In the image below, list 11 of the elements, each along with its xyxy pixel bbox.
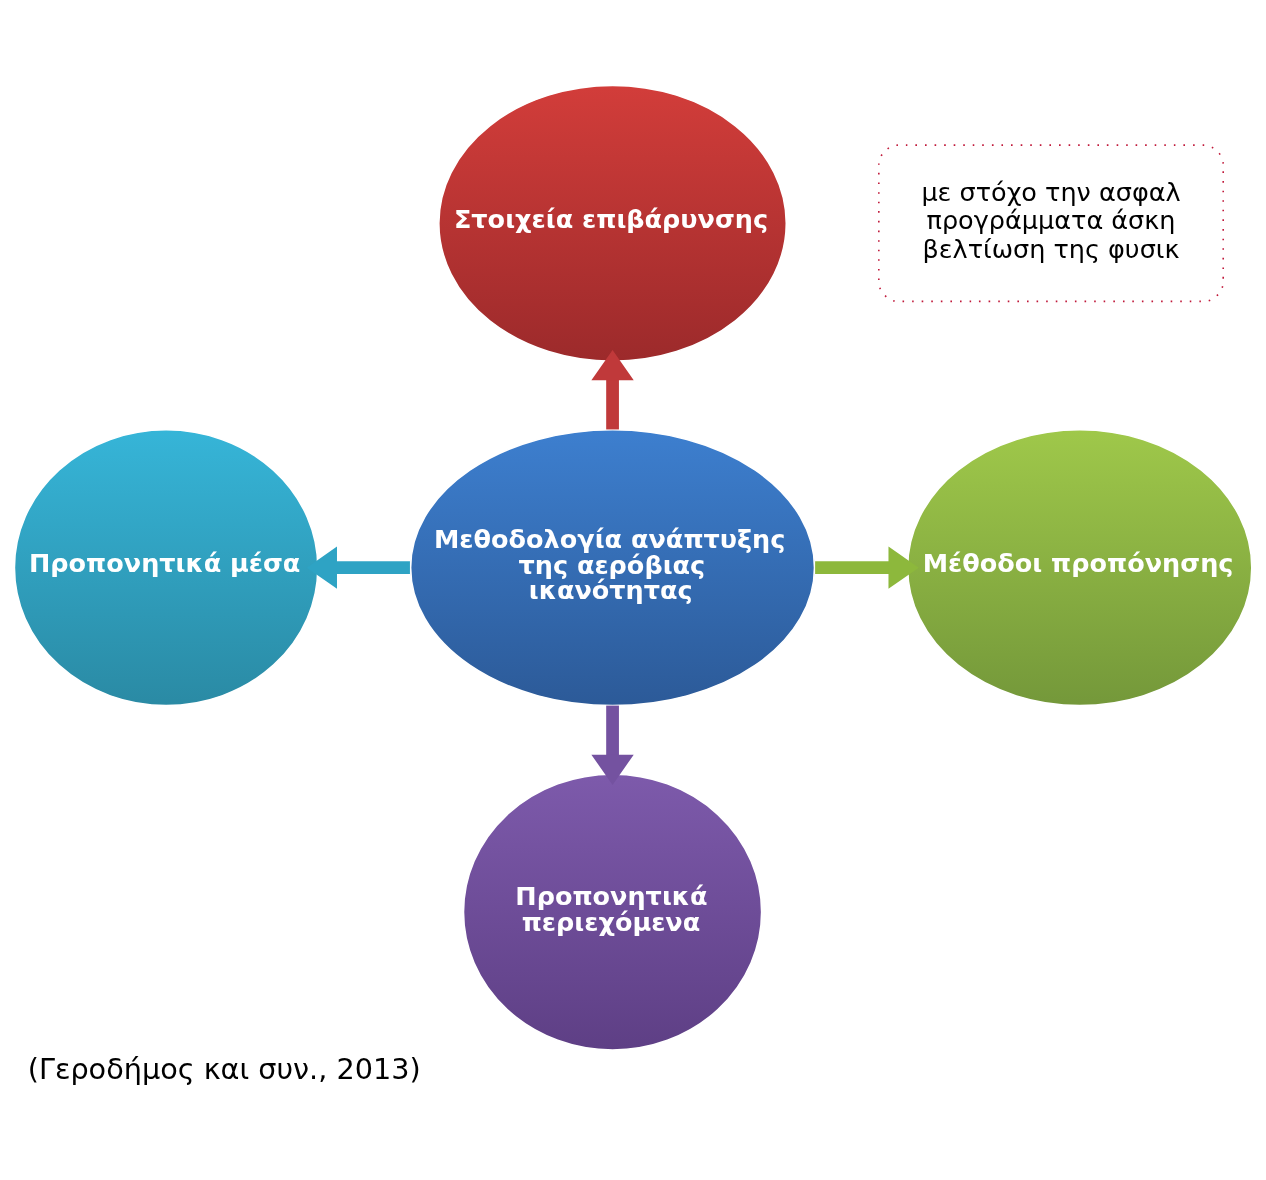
node-circle: Προπονητικά μέσα: [13, 428, 319, 707]
arrow: [591, 350, 634, 430]
caption: (Γεροδήμος και συν., 2013): [27, 1052, 421, 1087]
node-box: με στόχο την ασφαλ προγράμματα άσκη βελτίωση της φυσικ: [878, 144, 1224, 303]
node-circle: Προπονητικά περιεχόμενα: [462, 773, 763, 1051]
node-ellipse: Μεθοδολογία ανάπτυξης της αερόβιας ικανότητας: [409, 428, 816, 707]
node-ellipse: Μέθοδοι προπόνησης: [906, 428, 1253, 707]
arrow: [815, 546, 919, 589]
arrow: [591, 705, 634, 785]
arrow: [306, 546, 410, 589]
node-ellipse: Στοιχεία επιβάρυνσης: [438, 84, 788, 362]
